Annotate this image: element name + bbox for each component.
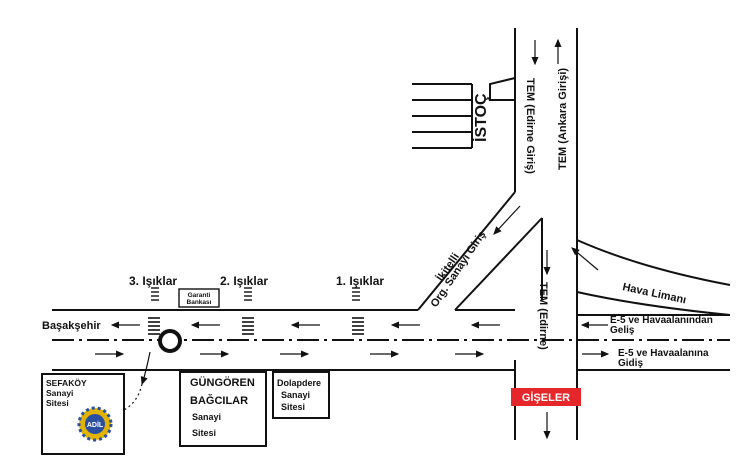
gungoren-box (179, 371, 267, 447)
isiklar-2-label: 2. Işıklar (220, 274, 268, 288)
basaksehir-label: Başakşehir (42, 320, 101, 332)
gungoren-label-1: GÜNGÖREN (190, 376, 255, 389)
org-sanayi-giris-label: Org. Sanayi Giriş (429, 229, 489, 310)
traffic-arrows (95, 38, 610, 440)
dolapdere-label-1: Dolapdere (277, 378, 321, 388)
sefakoy-label-2: Sanayi (46, 388, 73, 398)
garanti-label-1: Garanti (188, 292, 211, 299)
istoc-label: İSTOÇ (472, 93, 490, 142)
tem-edirne-giris-label: TEM (Edirne Giriş) (524, 78, 536, 174)
isiklar-1-label: 1. Işıklar (336, 274, 384, 288)
garanti-label-2: Bankası (187, 299, 212, 306)
e5-gelis-label-1: E-5 ve Havaalanından (610, 315, 713, 326)
crosswalks (148, 317, 364, 335)
dolapdere-label-3: Sitesi (281, 402, 305, 412)
giseler-sign: GİŞELER (511, 388, 581, 406)
roundabout-icon (158, 329, 182, 353)
gungoren-label-4: Sitesi (192, 428, 216, 438)
sefakoy-dotted-route (123, 383, 143, 411)
e5-gidis-label-2: Gidiş (618, 358, 643, 369)
giseler-label: GİŞELER (522, 391, 570, 404)
adil-logo-icon: ADİL (77, 406, 113, 442)
sefakoy-label-3: Sitesi (46, 398, 69, 408)
gungoren-label-3: Sanayi (192, 412, 221, 422)
road-lines (52, 28, 731, 440)
isiklar-3-label: 3. Işıklar (129, 274, 177, 288)
adil-logo-text: ADİL (87, 421, 104, 429)
gungoren-label-2: BAĞCILAR (190, 394, 248, 407)
e5-gidis-label-1: E-5 ve Havaalanına (618, 348, 709, 359)
dolapdere-label-2: Sanayi (281, 390, 310, 400)
dolapdere-box (272, 371, 330, 419)
garanti-bank-box (178, 288, 220, 308)
e5-gelis-label-2: Geliş (610, 325, 635, 336)
traffic-light-icons (151, 287, 360, 301)
tem-edirne-label: TEM (Edirne) (537, 282, 549, 350)
tem-ankara-giris-label: TEM (Ankara Girişi) (557, 68, 569, 170)
sefakoy-label-1: SEFAKÖY (46, 378, 87, 388)
